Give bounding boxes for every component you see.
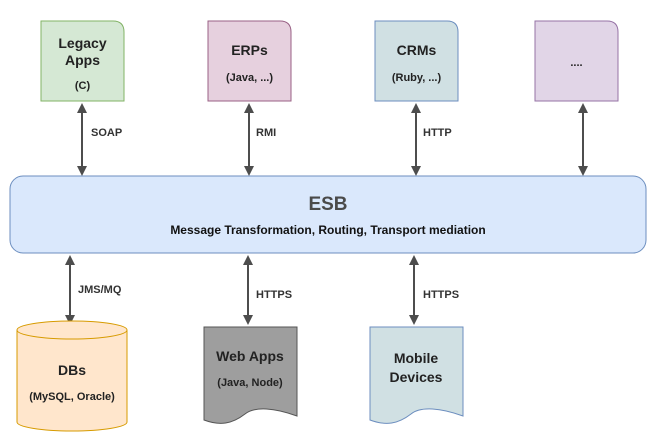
jms-mq-label: JMS/MQ — [78, 284, 122, 296]
legacy-apps-box: Legacy Apps (C) — [40, 20, 125, 102]
legacy-apps-detail: (C) — [75, 80, 91, 92]
erps-box: ERPs (Java, ...) — [207, 20, 292, 102]
web-apps-title: Web Apps — [216, 348, 284, 364]
rmi-label: RMI — [256, 127, 276, 139]
dbs-cylinder-top — [16, 320, 128, 340]
http-label: HTTP — [423, 127, 452, 139]
legacy-apps-title-line1: Legacy — [58, 35, 106, 51]
crms-title: CRMs — [397, 42, 437, 58]
other-systems-box: .... — [534, 20, 619, 102]
erps-title: ERPs — [231, 42, 268, 58]
web-apps-detail: (Java, Node) — [217, 377, 283, 389]
mobile-devices-title-line1: Mobile — [394, 350, 439, 366]
crms-detail: (Ruby, ...) — [392, 72, 442, 84]
other-systems-detail: .... — [570, 57, 582, 69]
other-systems-shape — [534, 20, 619, 102]
esb-subtitle: Message Transformation, Routing, Transpo… — [170, 223, 485, 237]
dbs-cylinder-body — [16, 330, 128, 432]
crms-box: CRMs (Ruby, ...) — [374, 20, 459, 102]
dbs-cylinder: DBs (MySQL, Oracle) — [16, 320, 128, 432]
web-apps-shape — [203, 326, 298, 424]
mobile-devices-title-line2: Devices — [390, 369, 443, 385]
legacy-apps-title-line2: Apps — [65, 52, 100, 68]
dbs-title: DBs — [58, 362, 86, 378]
erps-detail: (Java, ...) — [226, 72, 273, 84]
mobile-devices-document: Mobile Devices — [369, 326, 464, 424]
crms-shape — [374, 20, 459, 102]
erps-shape — [207, 20, 292, 102]
dbs-detail: (MySQL, Oracle) — [29, 391, 115, 403]
esb-title: ESB — [308, 194, 347, 215]
esb-shape — [9, 175, 647, 254]
https-web-label: HTTPS — [256, 289, 292, 301]
soap-label: SOAP — [91, 127, 122, 139]
https-mobile-label: HTTPS — [423, 289, 459, 301]
web-apps-document: Web Apps (Java, Node) — [203, 326, 298, 424]
legacy-apps-shape — [40, 20, 125, 102]
mobile-devices-shape — [369, 326, 464, 424]
esb-box: ESB Message Transformation, Routing, Tra… — [9, 175, 647, 254]
